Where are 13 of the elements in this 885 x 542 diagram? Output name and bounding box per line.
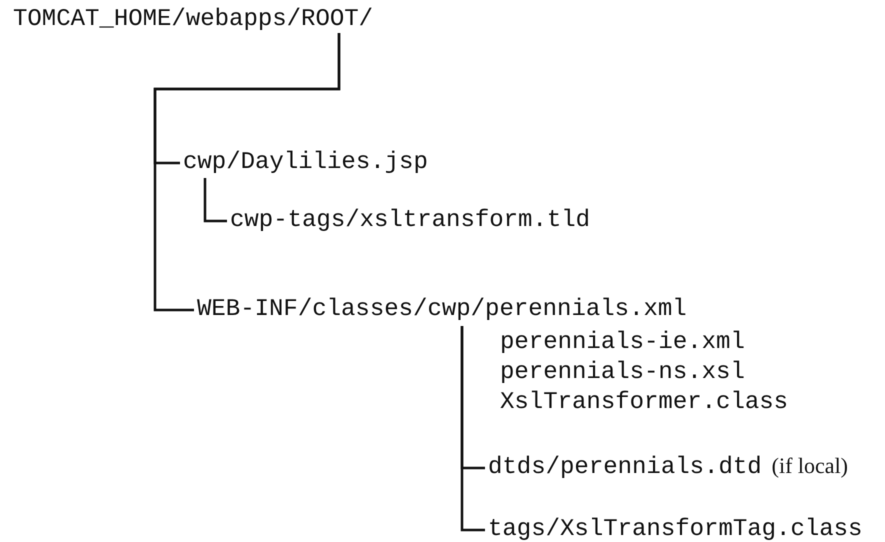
path-label: cwp/Daylilies.jsp [183,148,428,178]
file-name: perennials-ie.xml [500,328,746,358]
tree-connector [204,178,227,222]
path-label: tags/XslTransformTag.class [488,515,862,542]
note-text: (if local) [772,453,848,479]
path-label: WEB-INF/classes/cwp/perennials.xml [197,295,688,325]
path-label: TOMCAT_HOME/webapps/ROOT/ [13,5,374,35]
tree-connector [460,326,485,532]
tree-connector [154,33,340,312]
file-name: XslTransformer.class [500,388,788,418]
path-label: dtds/perennials.dtd [488,453,762,483]
path-label: cwp-tags/xsltransform.tld [230,206,590,236]
file-name: perennials-ns.xsl [500,358,746,388]
